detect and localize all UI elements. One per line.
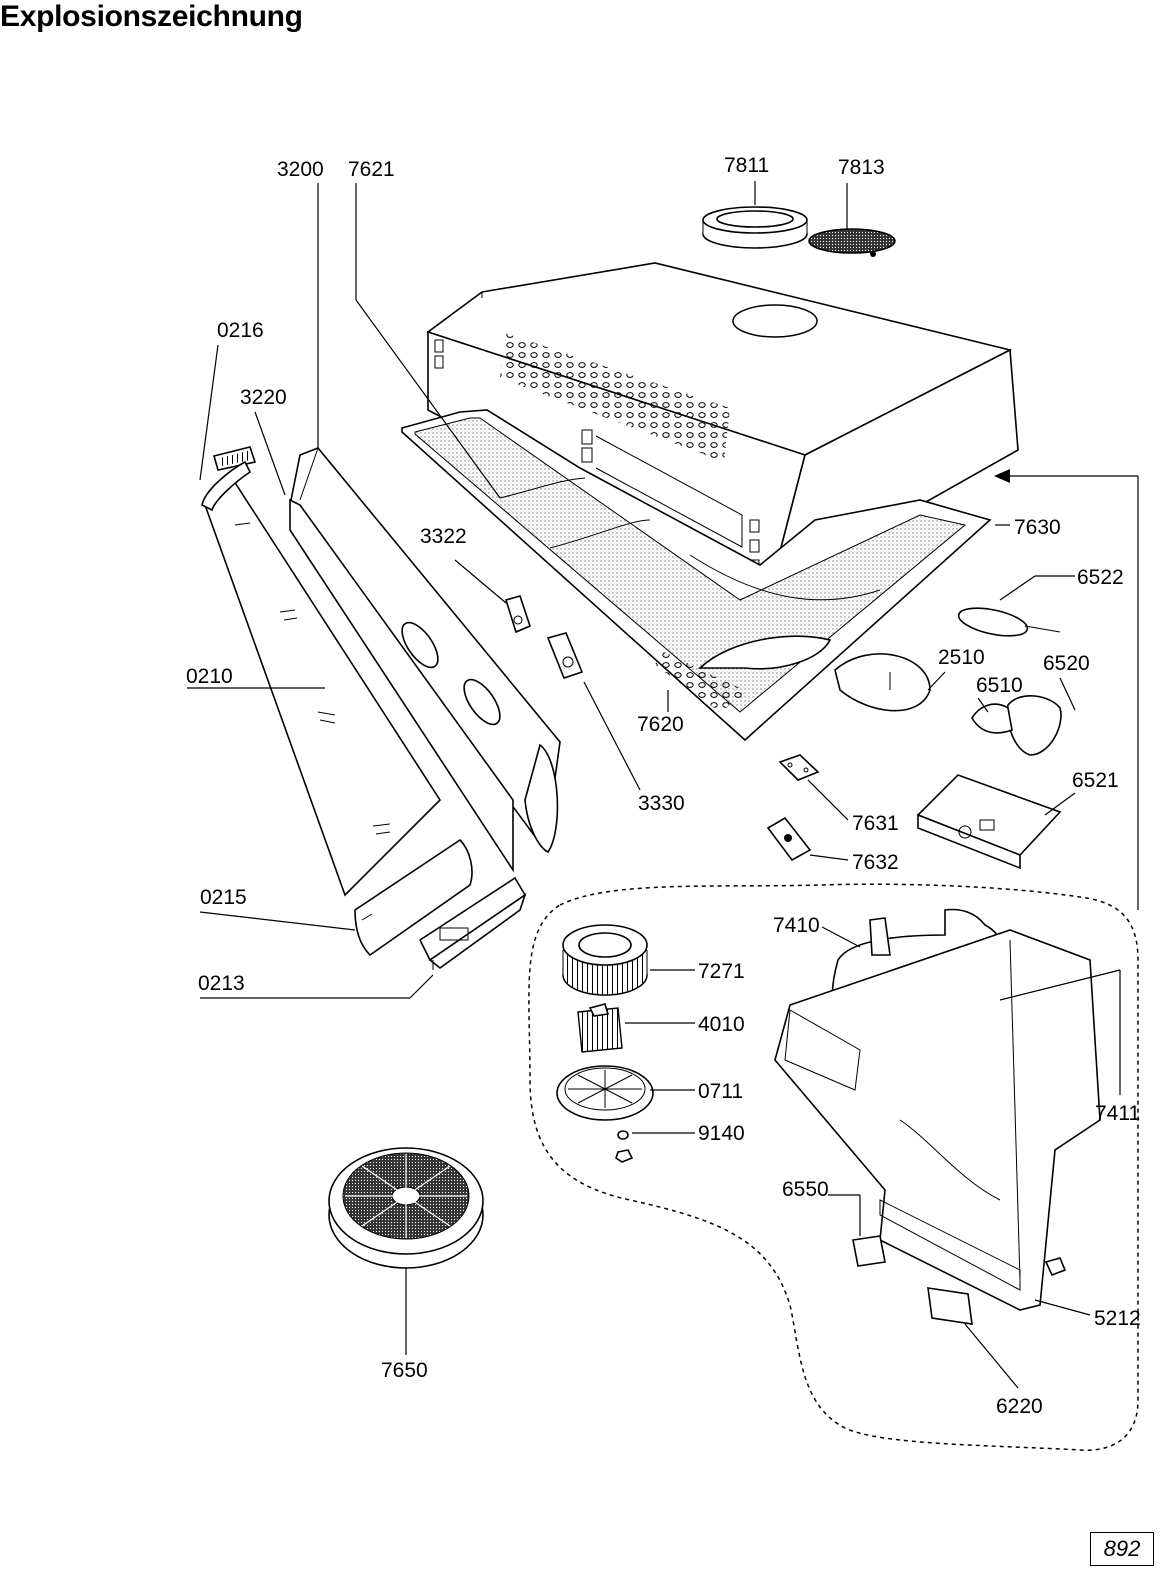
label-0711: 0711 [698, 1080, 743, 1103]
bracket-0213 [418, 876, 527, 970]
bracket-0215 [354, 838, 473, 957]
lamp-cover-6522 [957, 607, 1061, 637]
lamp-6520 [971, 694, 1062, 756]
label-7631: 7631 [852, 812, 899, 835]
cover-plate-0711 [556, 1065, 654, 1121]
label-6521: 6521 [1072, 769, 1119, 792]
label-0216: 0216 [217, 319, 264, 342]
housing-7411 [774, 929, 1101, 1311]
label-0210: 0210 [186, 665, 233, 688]
carbon-filter-7650 [328, 1147, 484, 1269]
label-6522: 6522 [1077, 566, 1124, 589]
switch-6220 [927, 1287, 973, 1325]
motor-4010 [577, 1003, 623, 1053]
label-7811: 7811 [724, 154, 769, 177]
label-7813: 7813 [838, 156, 885, 179]
bracket-0216 [201, 446, 257, 512]
label-0215: 0215 [200, 886, 247, 909]
motor-group-outline [528, 883, 1139, 1451]
nut-5212 [1044, 1257, 1067, 1277]
label-6510: 6510 [976, 674, 1023, 697]
label-6220: 6220 [996, 1395, 1043, 1418]
lamp-holder-6521 [916, 774, 1062, 870]
label-7650: 7650 [381, 1359, 428, 1382]
label-3200: 3200 [277, 158, 324, 181]
label-5212: 5212 [1094, 1307, 1141, 1330]
grease-filter-7813 [808, 228, 896, 257]
label-3322: 3322 [420, 525, 467, 548]
label-7632: 7632 [852, 851, 899, 874]
label-7630: 7630 [1014, 516, 1061, 539]
clip-7631 [778, 754, 820, 781]
clip-7632 [766, 816, 812, 862]
label-6550: 6550 [782, 1178, 829, 1201]
outlet-ring-7811 [702, 206, 808, 249]
label-6520: 6520 [1043, 652, 1090, 675]
label-7410: 7410 [773, 914, 820, 937]
label-7411: 7411 [1095, 1102, 1140, 1125]
part-labels: 3200 7621 7811 7813 0216 3220 3322 7630 … [186, 154, 1141, 1418]
switch-3322 [504, 595, 531, 634]
front-glass-3220 [289, 498, 514, 873]
label-7620: 7620 [637, 713, 684, 736]
washer-9140 [615, 1130, 634, 1163]
page-title: Explosionszeichnung [0, 0, 303, 33]
label-9140: 9140 [698, 1122, 745, 1145]
switch-3330 [546, 632, 584, 679]
leader-lines [187, 181, 1139, 1389]
label-3220: 3220 [240, 386, 287, 409]
label-0213: 0213 [198, 972, 245, 995]
fan-7271 [562, 924, 648, 996]
page-number: 892 [1090, 1532, 1154, 1566]
label-7271: 7271 [698, 960, 745, 983]
label-2510: 2510 [938, 646, 985, 669]
label-4010: 4010 [698, 1013, 745, 1036]
filter-frame [401, 409, 992, 742]
switch-6550 [852, 1235, 886, 1267]
label-7621: 7621 [348, 158, 395, 181]
label-3330: 3330 [638, 792, 685, 815]
